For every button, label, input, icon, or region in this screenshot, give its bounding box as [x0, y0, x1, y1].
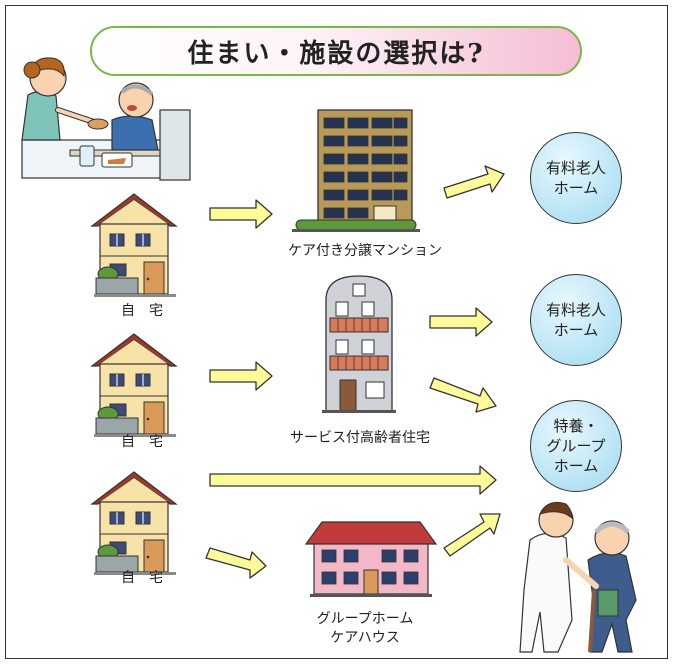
group-home-building-icon	[304, 521, 438, 597]
destination-label: 有料老人 ホーム	[545, 301, 606, 339]
destination-label: 特養・ グループ ホーム	[546, 417, 606, 475]
arrow-home-to-senior-housing	[209, 361, 273, 391]
arrow-home-to-group-home-facility	[205, 547, 267, 579]
home-label: 自 宅	[121, 434, 163, 450]
condominium-building-icon	[292, 109, 420, 232]
arrow-condo-to-nursing-home	[443, 165, 505, 199]
caregiver-walking-elder-illustration	[519, 501, 637, 653]
facility-label-senior-housing: サービス付高齢者住宅	[290, 430, 430, 446]
arrow-group-home-to-care	[443, 513, 501, 557]
home-label: 自 宅	[121, 570, 163, 586]
house-icon	[91, 193, 177, 298]
arrow-senior-housing-to-nursing-home	[429, 307, 493, 337]
destination-label: 有料老人 ホーム	[545, 159, 606, 197]
senior-housing-building-icon	[322, 275, 396, 413]
destination-paid-nursing-home: 有料老人 ホーム	[530, 274, 622, 366]
arrow-senior-housing-to-group-home	[429, 377, 497, 413]
page-title: 住まい・施設の選択は?	[90, 26, 582, 76]
flow-arrows	[205, 165, 505, 579]
title-text: 住まい・施設の選択は?	[187, 38, 485, 69]
arrow-home-to-condo	[209, 199, 273, 229]
house-icon	[91, 333, 177, 438]
destination-paid-nursing-home: 有料老人 ホーム	[530, 132, 622, 224]
arrow-home-to-group-home	[209, 465, 497, 495]
destination-special-nursing-group-home: 特養・ グループ ホーム	[530, 400, 622, 492]
home-label: 自 宅	[121, 303, 163, 319]
facility-label-condo: ケア付き分譲マンション	[288, 243, 442, 259]
caregiver-feeding-elder-illustration	[21, 57, 191, 181]
facility-label-group-home: グループホーム ケアハウス	[316, 611, 414, 646]
house-icon	[91, 471, 177, 576]
